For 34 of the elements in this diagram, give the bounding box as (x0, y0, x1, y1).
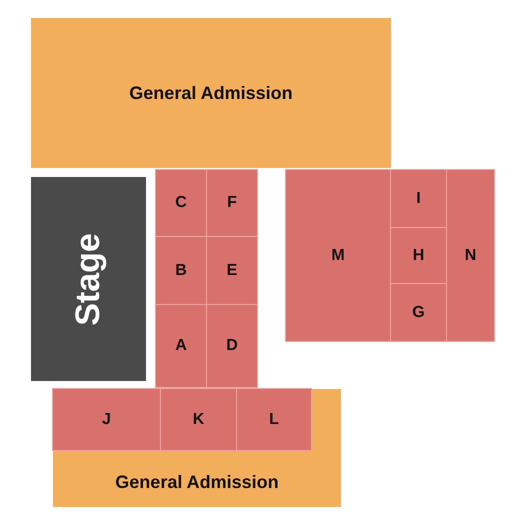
section-label: D (226, 337, 238, 355)
seating-section (207, 170, 257, 236)
seating-area (31, 18, 391, 168)
section-label: J (102, 410, 111, 428)
section-label: I (416, 190, 421, 208)
seating-section (207, 305, 257, 387)
section-label: C (175, 194, 187, 212)
section-label: A (175, 337, 187, 355)
section-label: H (412, 246, 424, 264)
section-label: K (192, 410, 204, 428)
section-label: G (412, 304, 425, 322)
section-label: N (464, 246, 476, 264)
seating-section (391, 170, 446, 227)
stage-label: Stage (69, 232, 108, 326)
seating-section (237, 389, 311, 450)
seating-section (447, 170, 494, 341)
seating-section (286, 170, 390, 341)
seating-section (156, 305, 206, 387)
section-label: E (226, 262, 238, 280)
section-label: L (269, 410, 279, 428)
area-label: General Admission (129, 82, 293, 104)
seating-section (161, 389, 236, 450)
area-label: General Admission (114, 472, 280, 493)
section-label: B (175, 262, 187, 280)
seating-section (207, 237, 257, 304)
seating-section (391, 284, 446, 341)
stage-block (31, 177, 146, 381)
section-label: F (227, 194, 237, 212)
seating-section (53, 389, 160, 450)
seating-section (156, 237, 206, 304)
seating-section (391, 228, 446, 283)
seating-section (156, 170, 206, 236)
section-label: M (331, 246, 345, 264)
seating-area (53, 389, 341, 507)
